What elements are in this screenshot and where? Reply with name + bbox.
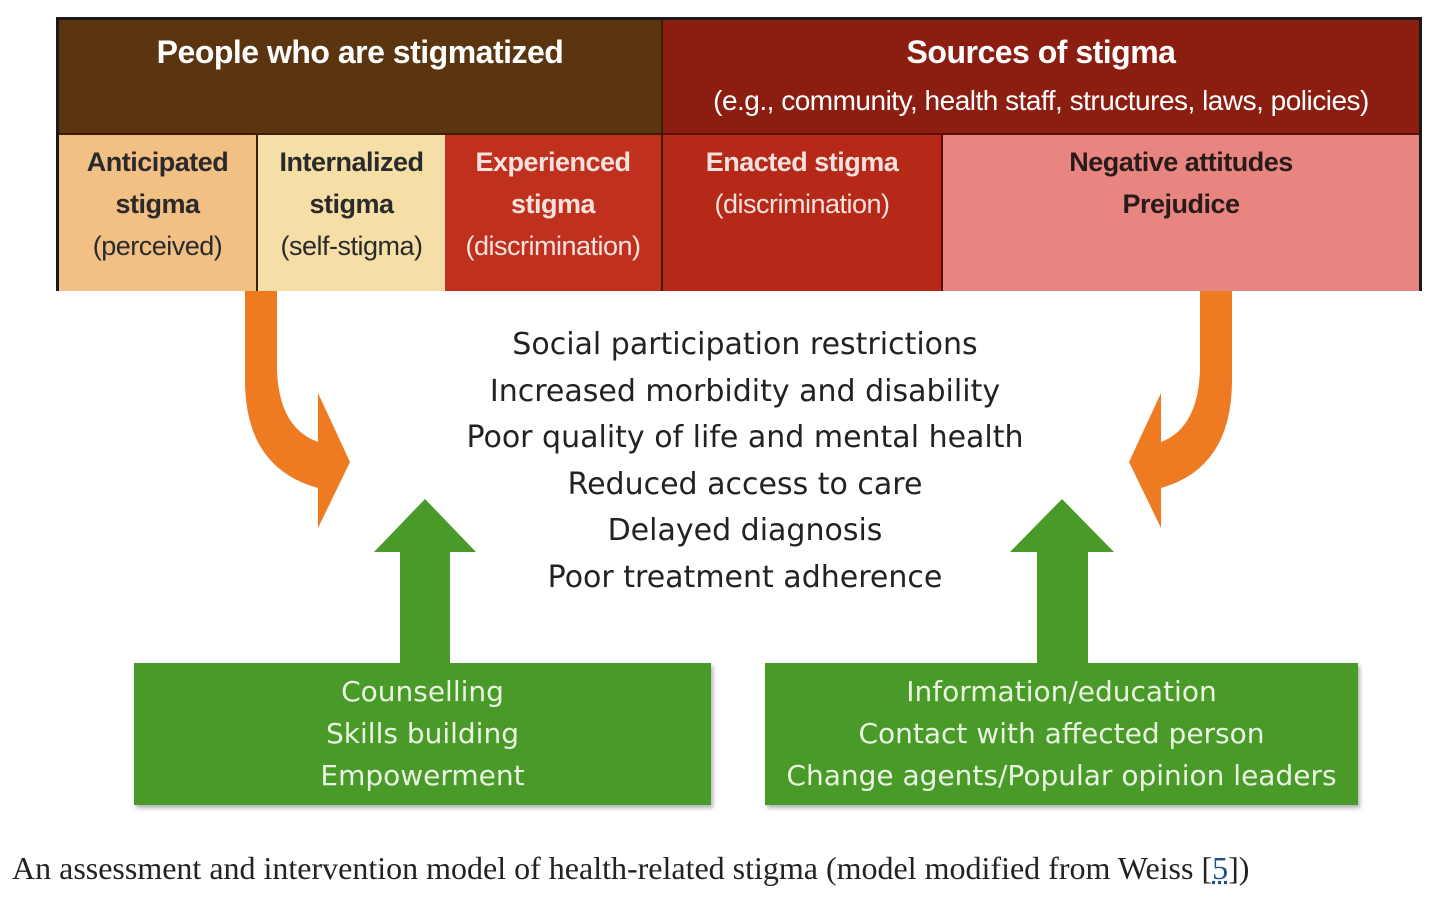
- header-right-subtitle: (e.g., community, health staff, structur…: [713, 85, 1369, 116]
- figure-caption: An assessment and intervention model of …: [12, 850, 1249, 887]
- green-up-arrow-left: [374, 499, 476, 664]
- intervention-item: Information/education: [906, 675, 1217, 708]
- outcomes-list: Social participation restrictions Increa…: [380, 322, 1110, 601]
- cell-title: Internalized: [279, 147, 424, 177]
- reference-link[interactable]: 5: [1212, 850, 1229, 886]
- cell-sub: (perceived): [92, 231, 223, 261]
- intervention-item: Skills building: [326, 717, 519, 750]
- outcome-item: Delayed diagnosis: [607, 513, 883, 548]
- cell-sub: (discrimination): [465, 231, 641, 261]
- cell-experienced-stigma: Experienced stigma (discrimination): [445, 133, 663, 291]
- header-sources-of-stigma: Sources of stigma (e.g., community, heal…: [663, 20, 1419, 133]
- cell-title: Experienced: [475, 147, 631, 177]
- header-people-stigmatized: People who are stigmatized: [59, 20, 663, 133]
- cell-sub: (self-stigma): [280, 231, 423, 261]
- outcome-item: Poor treatment adherence: [547, 559, 943, 595]
- header-left-title: People who are stigmatized: [156, 34, 564, 70]
- outcome-item: Reduced access to care: [567, 466, 923, 502]
- green-up-arrow-right: [1010, 499, 1114, 664]
- stigma-table: People who are stigmatized Sources of st…: [56, 17, 1422, 291]
- intervention-item: Contact with affected person: [858, 717, 1265, 750]
- cell-title: stigma: [115, 189, 200, 219]
- orange-curved-arrow-left: [245, 291, 350, 528]
- cell-enacted-stigma: Enacted stigma (discrimination): [663, 133, 943, 291]
- cell-sub: (discrimination): [714, 189, 890, 219]
- cell-anticipated-stigma: Anticipated stigma (perceived): [59, 133, 258, 291]
- cell-title: Enacted stigma: [705, 147, 899, 177]
- intervention-box-community: Information/education Contact with affec…: [765, 663, 1358, 805]
- cell-internalized-stigma: Internalized stigma (self-stigma): [258, 133, 445, 291]
- intervention-item: Counselling: [341, 675, 504, 708]
- outcome-item: Increased morbidity and disability: [489, 373, 1001, 409]
- outcome-item: Poor quality of life and mental health: [466, 420, 1024, 455]
- cell-title: Prejudice: [1122, 189, 1240, 219]
- outcome-item: Social participation restrictions: [512, 327, 978, 362]
- caption-text: An assessment and intervention model of …: [12, 850, 1213, 886]
- cell-title: Anticipated: [86, 147, 229, 177]
- caption-end: ]): [1228, 850, 1250, 886]
- intervention-item: Empowerment: [320, 759, 525, 792]
- cell-title: stigma: [309, 189, 394, 219]
- intervention-item: Change agents/Popular opinion leaders: [786, 759, 1337, 792]
- cell-title: Negative attitudes: [1069, 147, 1293, 177]
- intervention-box-individual: Counselling Skills building Empowerment: [134, 663, 711, 805]
- header-right-title: Sources of stigma: [906, 34, 1176, 70]
- cell-title: stigma: [510, 189, 596, 219]
- orange-curved-arrow-right: [1129, 291, 1232, 528]
